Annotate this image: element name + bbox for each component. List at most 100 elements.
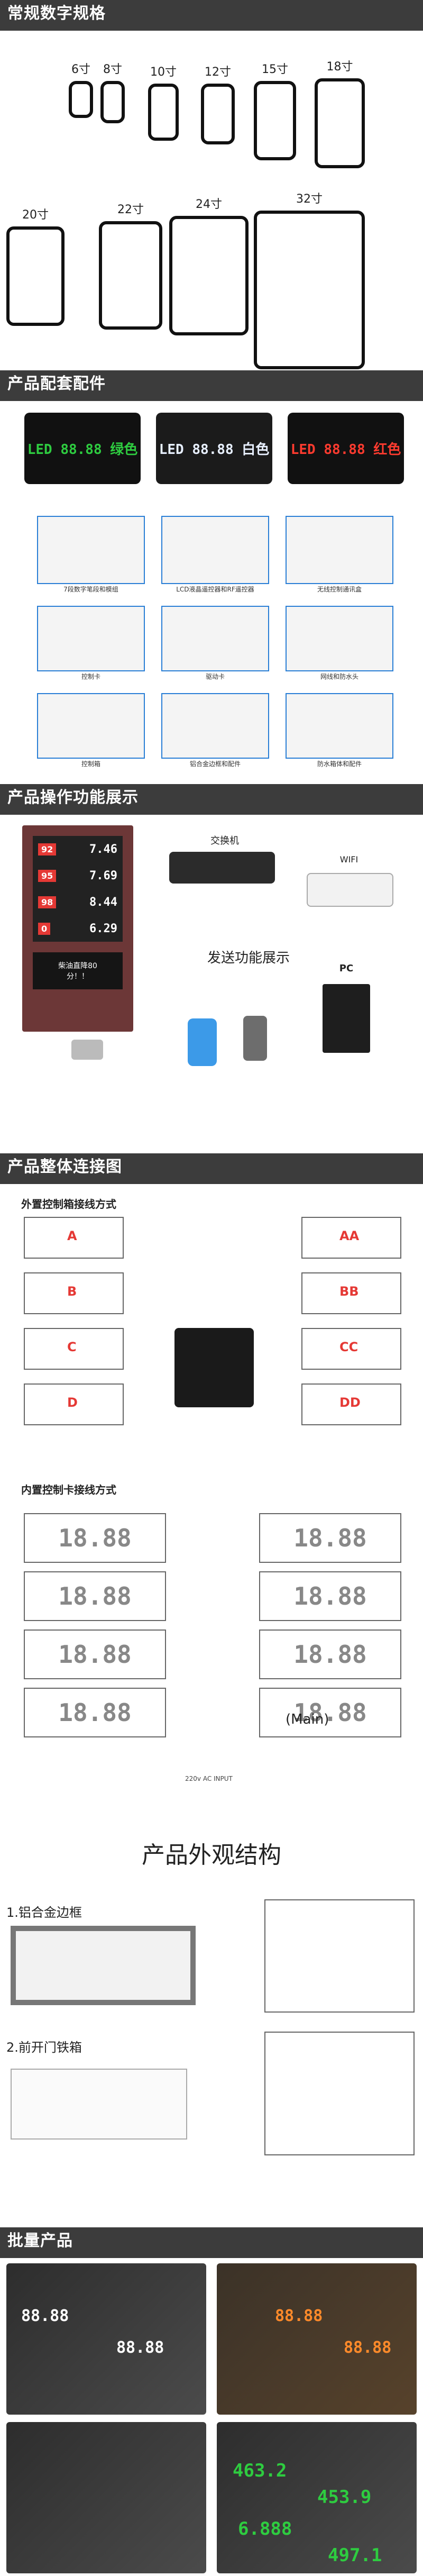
spec-size-6: 18寸 — [326, 60, 353, 74]
internal-display-left-4: 18.88 — [24, 1688, 166, 1737]
internal-display-left-1: 18.88 — [24, 1513, 166, 1563]
external-display-right-label: CC — [339, 1340, 358, 1354]
lcd-remote — [188, 1018, 217, 1066]
external-display-right-label: AA — [339, 1228, 360, 1243]
price-label: 92 — [38, 843, 57, 855]
aluminum-frame-angle — [264, 1899, 415, 2013]
main-label: (Main) — [286, 1712, 329, 1727]
batch-photo-2 — [217, 2263, 417, 2415]
batch-digits-3: 88.88 — [275, 2307, 323, 2325]
spec-size-3: 10寸 — [150, 66, 177, 79]
accessory-remotes — [161, 516, 269, 584]
caption-cables: 网线和防水头 — [320, 673, 358, 680]
spec-size-5: 15寸 — [262, 63, 288, 76]
structure-title: 产品外观结构 — [142, 1842, 281, 1869]
caption-control-box: 控制箱 — [81, 760, 100, 768]
spec-digit-3 — [148, 84, 179, 141]
spec-size-4: 12寸 — [205, 66, 231, 79]
spec-digit-9 — [169, 216, 249, 335]
spec-size-10: 32寸 — [296, 193, 323, 206]
spec-digit-1 — [69, 81, 93, 118]
batch-photo-4 — [217, 2422, 417, 2573]
structure-item1: 1.铝合金边框 — [6, 1905, 82, 1920]
rf-remote — [71, 1040, 103, 1060]
price-label: 98 — [38, 896, 57, 908]
internal-display-right-4: 18.88 — [259, 1688, 401, 1737]
iron-box-angle — [264, 2032, 415, 2155]
section-header-batch: 批量产品 — [0, 2227, 423, 2258]
spec-size-2: 8寸 — [103, 63, 122, 76]
spec-digit-7 — [6, 226, 65, 326]
external-control-box — [174, 1328, 254, 1407]
caption-driver-card: 驱动卡 — [205, 673, 225, 680]
spec-size-9: 24寸 — [196, 198, 222, 211]
pc-label: PC — [339, 963, 354, 974]
caption-wireless: 无线控制通讯盒 — [317, 586, 362, 593]
structure-item2: 2.前开门铁箱 — [6, 2040, 82, 2055]
internal-display-left-3: 18.88 — [24, 1630, 166, 1679]
batch-digits-4: 88.88 — [344, 2338, 392, 2357]
accessory-frame — [161, 693, 269, 759]
batch-green-digits-3: 6.888 — [238, 2518, 292, 2539]
spec-digit-10 — [254, 211, 365, 369]
accessory-control-box — [37, 693, 145, 759]
external-display-left-4: D — [24, 1383, 124, 1425]
accessory-control-card — [37, 606, 145, 671]
external-display-left-3: C — [24, 1328, 124, 1370]
batch-green-digits-1: 463.2 — [233, 2460, 287, 2481]
caption-control-card: 控制卡 — [81, 673, 100, 680]
price-value: 7.69 — [89, 869, 117, 882]
price-label: 0 — [38, 922, 51, 935]
external-title: 外置控制箱接线方式 — [21, 1198, 116, 1210]
section-header-connection: 产品整体连接图 — [0, 1153, 423, 1184]
external-display-left-label: C — [67, 1340, 77, 1354]
caption-segments: 7段数字笔段和模组 — [63, 586, 118, 593]
spec-size-7: 20寸 — [22, 208, 49, 222]
external-display-left-label: B — [67, 1284, 77, 1299]
price-label: 95 — [38, 869, 57, 882]
spec-digit-2 — [100, 81, 125, 123]
external-display-left-label: D — [67, 1395, 78, 1410]
send-label: 发送功能展示 — [207, 950, 290, 966]
batch-green-digits-4: 497.1 — [328, 2545, 382, 2566]
message-panel: 柴油直降80 分！！ — [33, 952, 123, 989]
accessory-segments — [37, 516, 145, 584]
spec-size-8: 22寸 — [117, 203, 144, 216]
internal-display-left-2: 18.88 — [24, 1571, 166, 1621]
accessory-waterproof-box — [286, 693, 393, 759]
internal-display-right-2: 18.88 — [259, 1571, 401, 1621]
accessory-wireless — [286, 516, 393, 584]
spec-digit-8 — [99, 221, 162, 330]
caption-remotes: LCD液晶遥控器和RF遥控器 — [176, 586, 254, 593]
price-value: 8.44 — [89, 895, 117, 909]
section-header-operation: 产品操作功能展示 — [0, 784, 423, 815]
smartphone — [243, 1016, 267, 1061]
batch-digits-1: 88.88 — [21, 2307, 69, 2325]
external-display-left-label: A — [67, 1228, 77, 1243]
external-display-right-1: AA — [301, 1217, 401, 1259]
price-value: 7.46 — [89, 842, 117, 856]
wifi-router — [307, 873, 393, 907]
spec-digit-4 — [201, 84, 235, 144]
external-display-right-4: DD — [301, 1383, 401, 1425]
accessory-driver-card — [161, 606, 269, 671]
internal-display-right-1: 18.88 — [259, 1513, 401, 1563]
red-sign: LED 88.88 红色 — [288, 413, 404, 484]
iron-box-front — [11, 2069, 187, 2140]
section-header-spec: 常规数字规格 — [0, 0, 423, 31]
pc-tower — [323, 984, 370, 1053]
price-value: 6.29 — [89, 922, 117, 935]
batch-green-digits-2: 453.9 — [317, 2487, 372, 2508]
batch-photo-3 — [6, 2422, 206, 2573]
switch-label: 交换机 — [210, 835, 239, 846]
internal-display-right-3: 18.88 — [259, 1630, 401, 1679]
external-display-right-2: BB — [301, 1272, 401, 1314]
